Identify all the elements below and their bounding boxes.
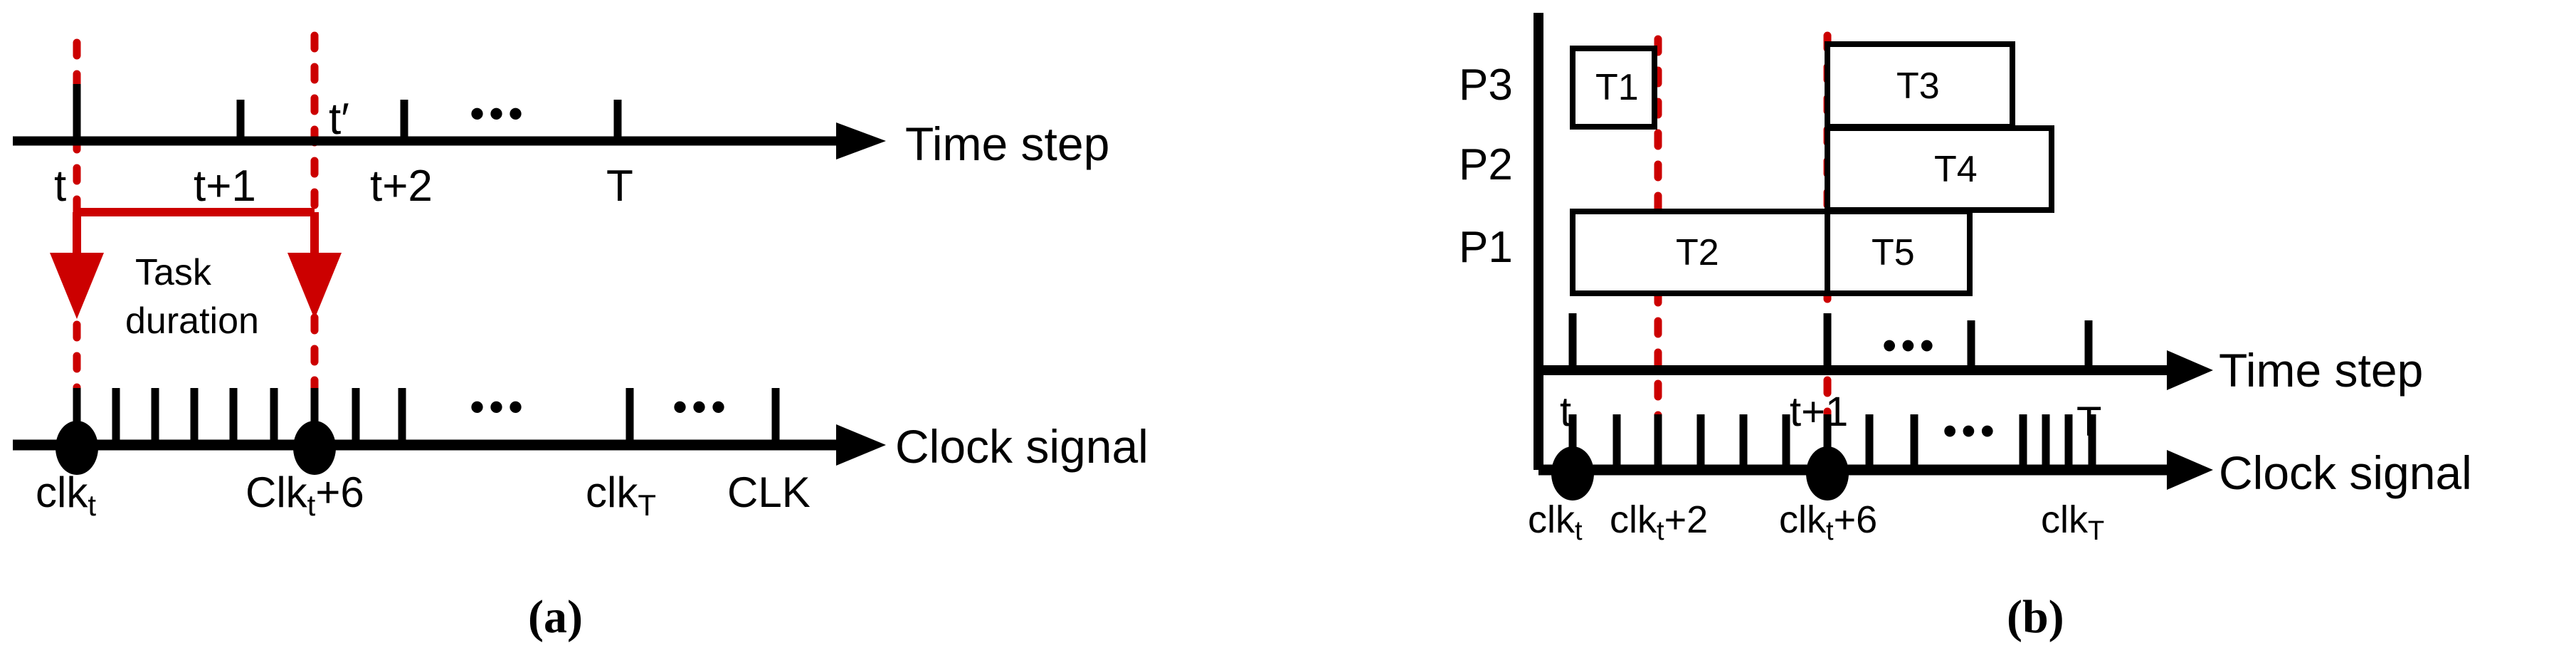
task-label-T5: T5	[1872, 232, 1915, 273]
svg-text:clkt+6: clkt+6	[1779, 498, 1877, 546]
task-label-T3: T3	[1896, 66, 1940, 107]
clock-axis-a	[13, 388, 886, 475]
timestep-b-ellipsis: •••	[1882, 323, 1938, 369]
timestep-tick-label-T: T	[606, 162, 633, 211]
clock-b-label-clkt6-post: +6	[1834, 498, 1878, 541]
clock-b-marker-clkt6	[1806, 446, 1849, 501]
clock-b-label-clkT: clkT	[2041, 498, 2104, 546]
clock-ellipsis-1: •••	[470, 383, 527, 431]
svg-text:T5: T5	[1872, 232, 1915, 273]
clock-marker-clkt6	[293, 421, 336, 475]
svg-text:T2: T2	[1676, 232, 1719, 273]
clock-b-ellipsis: •••	[1943, 408, 1999, 454]
clock-label-clkT-main: clk	[586, 468, 638, 516]
task-duration-arrow-left	[50, 253, 104, 319]
timestep-b-label-t1: t+1	[1790, 389, 1848, 435]
clock-label-clkt6: Clkt+6	[246, 468, 364, 522]
clock-b-label-clkt: clkt	[1528, 498, 1583, 546]
task-box-T1[interactable]: T1	[1570, 46, 1657, 130]
task-box-T4[interactable]: T4	[1825, 125, 2054, 213]
clock-b-label-clkt2: clkt+2	[1610, 498, 1708, 546]
clock-b-label-clkt6-sub: t	[1826, 516, 1834, 546]
clock-b-label-clkt6-main: clk	[1779, 498, 1827, 541]
svg-text:clkT: clkT	[2041, 498, 2104, 546]
svg-text:clkT: clkT	[586, 468, 656, 522]
processor-label-P1: P1	[1459, 223, 1513, 272]
clock-b-label-clkt-sub: t	[1575, 516, 1583, 546]
clock-b-label-clkt-main: clk	[1528, 498, 1575, 541]
timestep-b-axis-label: Time step	[2219, 344, 2423, 397]
clock-b-label-clkt2-post: +2	[1664, 498, 1709, 541]
clock-ellipsis-2: •••	[672, 383, 730, 431]
timestep-tick-label-t1: t+1	[194, 162, 256, 211]
clock-label-clkt-main: clk	[36, 468, 88, 516]
task-duration-label-line2: duration	[125, 300, 259, 342]
clock-label-clkt-sub: t	[88, 488, 96, 522]
clock-label-clkT-sub: T	[638, 488, 656, 522]
panel-a-caption: (a)	[528, 591, 583, 643]
clock-label-clkT: clkT	[586, 468, 656, 522]
timestep-axis-a	[13, 84, 886, 159]
clock-marker-clkt	[56, 421, 98, 475]
clock-b-label-clkt6: clkt+6	[1779, 498, 1877, 546]
task-box-T5[interactable]: T5	[1825, 209, 1973, 296]
clock-b-axis-label: Clock signal	[2219, 446, 2472, 499]
clock-b-label-clkT-sub: T	[2088, 516, 2104, 546]
processor-label-P2: P2	[1459, 140, 1513, 189]
clock-label-CLK: CLK	[727, 468, 811, 516]
timestep-ellipsis: •••	[470, 90, 527, 137]
timestep-axis-label: Time step	[905, 117, 1109, 170]
clock-axis-label: Clock signal	[895, 420, 1149, 473]
task-label-T4: T4	[1934, 149, 1978, 190]
task-duration-arrow-right	[287, 253, 342, 319]
svg-text:T1: T1	[1595, 67, 1639, 108]
processor-label-P3: P3	[1459, 61, 1513, 110]
svg-text:clkt: clkt	[36, 468, 96, 522]
tprime-label: t′	[329, 95, 349, 144]
clock-label-clkt6-main: Clk	[246, 468, 308, 516]
clock-label-clkt: clkt	[36, 468, 96, 522]
timestep-tick-label-t: t	[54, 162, 66, 211]
task-label-T2: T2	[1676, 232, 1719, 273]
timestep-b-label-t: t	[1560, 389, 1571, 435]
clock-b-marker-clkt	[1551, 446, 1594, 501]
clock-b-label-clkt2-main: clk	[1610, 498, 1657, 541]
clock-label-clkt6-post: +6	[315, 468, 364, 516]
panel-b: P3 P2 P1 T1 T3 T4 T2 T5	[1288, 0, 2576, 655]
timestep-axis-b	[1538, 313, 2213, 390]
clock-b-label-clkT-main: clk	[2041, 498, 2089, 541]
timestep-tick-label-t2: t+2	[370, 162, 433, 211]
svg-text:clkt: clkt	[1528, 498, 1583, 546]
task-duration-label-line1: Task	[135, 252, 212, 293]
task-label-T1: T1	[1595, 67, 1639, 108]
clock-axis-b	[1538, 414, 2213, 501]
svg-text:Clkt+6: Clkt+6	[246, 468, 364, 522]
panel-a: Time step ••• t′ t t+1 t+2 T Task durati…	[13, 31, 1149, 643]
svg-text:T4: T4	[1934, 149, 1978, 190]
clock-b-label-clkt2-sub: t	[1657, 516, 1664, 546]
task-box-T2[interactable]: T2	[1570, 209, 1830, 296]
svg-text:T3: T3	[1896, 66, 1940, 107]
panel-b-caption: (b)	[2007, 591, 2064, 643]
clock-label-clkt6-sub: t	[307, 488, 316, 522]
svg-text:clkt+2: clkt+2	[1610, 498, 1708, 546]
task-box-T3[interactable]: T3	[1825, 41, 2015, 130]
clock-label-CLK-main: CLK	[727, 468, 811, 516]
